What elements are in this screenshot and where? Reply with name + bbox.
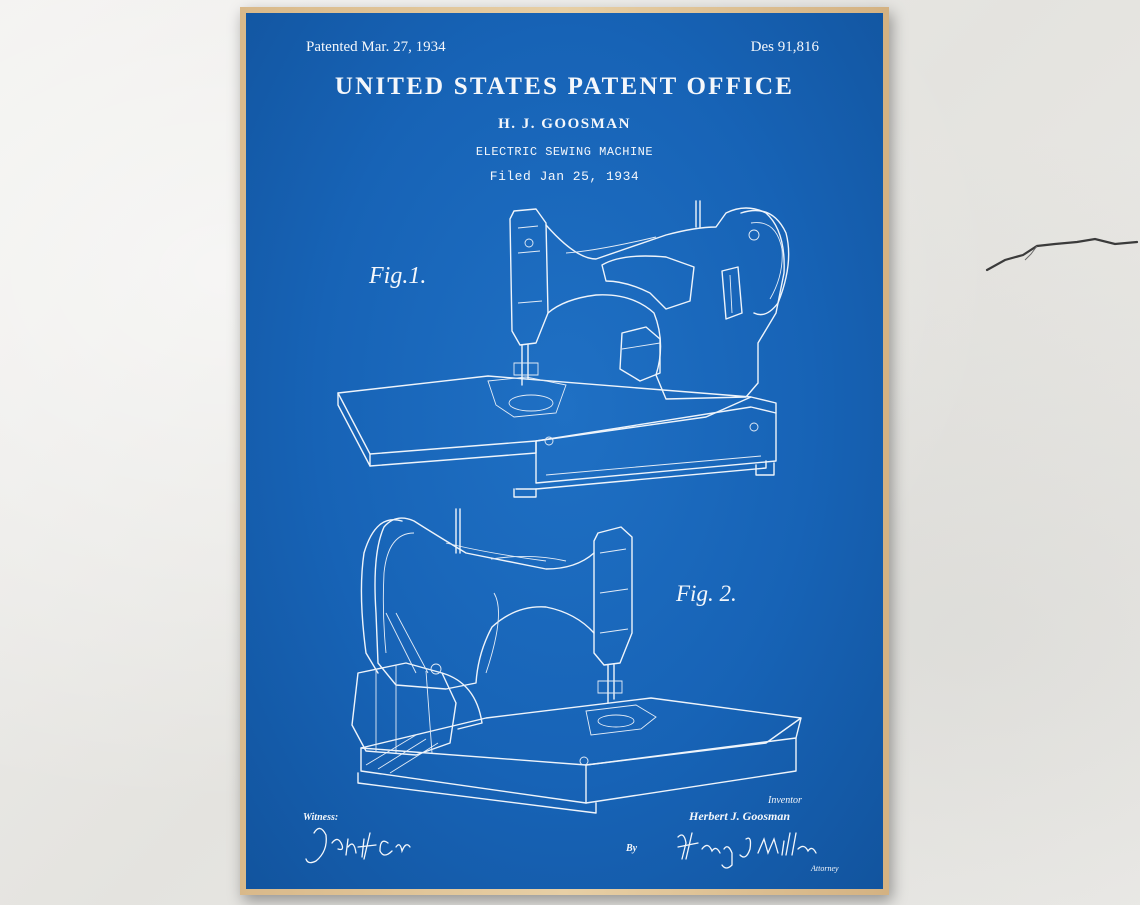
inventor-label: Inventor	[768, 795, 802, 806]
attorney-label: Attorney	[811, 864, 839, 873]
fig2-label: Fig. 2.	[676, 581, 737, 606]
picture-frame: Patented Mar. 27, 1934 Des 91,816 UNITED…	[240, 7, 889, 895]
design-number: Des 91,816	[750, 39, 819, 55]
inventor-name: Herbert J. Goosman	[689, 809, 791, 823]
witness-label: Witness:	[303, 812, 339, 823]
inventor-heading: H. J. GOOSMAN	[498, 116, 631, 132]
patent-drawing	[305, 200, 817, 869]
by-label: By	[626, 843, 638, 854]
sewing-machine-fig2-icon	[351, 508, 802, 814]
filed-date: Filed Jan 25, 1934	[489, 169, 640, 184]
attorney-signature-icon	[677, 832, 817, 869]
blueprint-poster: Patented Mar. 27, 1934 Des 91,816 UNITED…	[246, 13, 883, 889]
wall-crack-icon	[985, 237, 1139, 272]
fig1-label: Fig.1.	[369, 263, 427, 289]
witness-signature-icon	[305, 827, 411, 864]
sewing-machine-fig1-icon	[337, 200, 790, 498]
poster-title: UNITED STATES PATENT OFFICE	[334, 73, 795, 100]
device-name: ELECTRIC SEWING MACHINE	[475, 145, 654, 159]
patent-date: Patented Mar. 27, 1934	[306, 39, 446, 55]
